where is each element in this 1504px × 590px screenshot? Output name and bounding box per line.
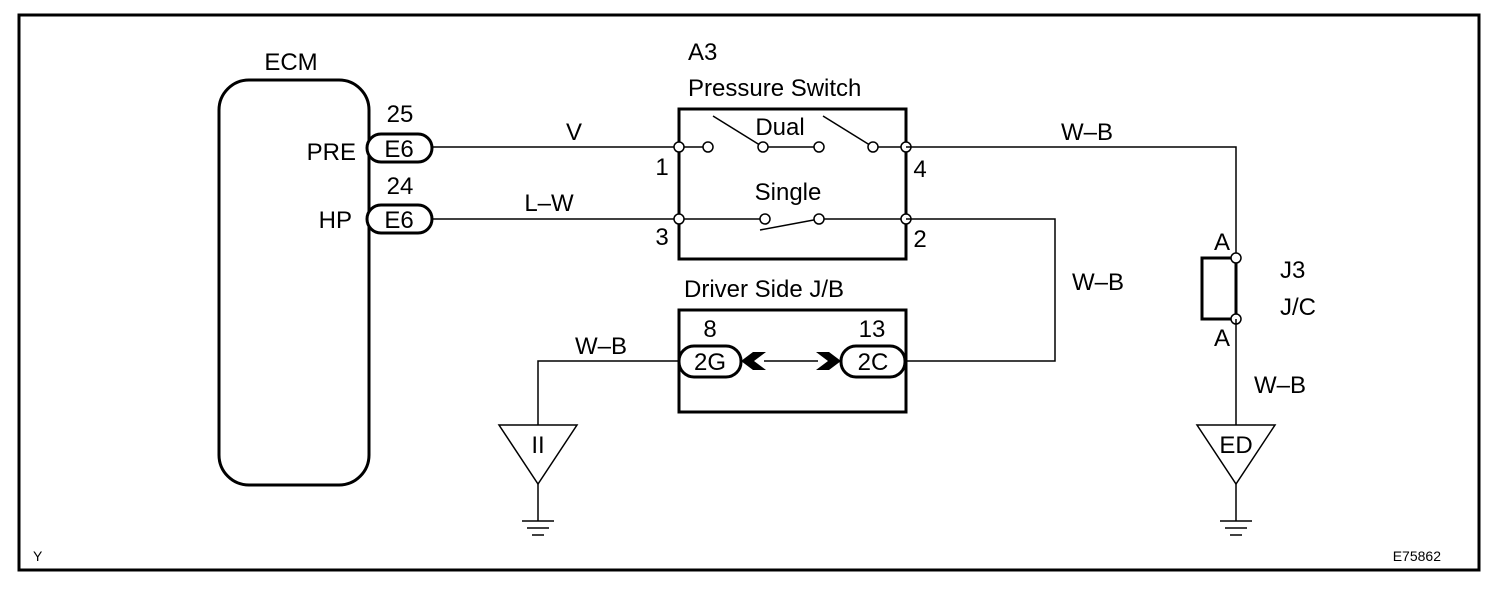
switch-terminal-3	[673, 213, 685, 225]
wire-label-switch2: W–B	[1072, 269, 1124, 296]
ecm-pin-name-pre: PRE	[307, 139, 356, 166]
ground-label-ed: ED	[1219, 432, 1252, 459]
jc-pin-top: A	[1214, 229, 1230, 256]
wire-label-hp: L–W	[524, 190, 574, 217]
single-label: Single	[755, 179, 822, 206]
terminal-number-4: 4	[913, 156, 926, 183]
jc-box	[1200, 256, 1238, 321]
single-contact	[759, 213, 771, 225]
ecm-pin-name-hp: HP	[319, 207, 352, 234]
wire-jb-to-ground	[537, 360, 679, 425]
jb-connector-2c	[839, 344, 907, 379]
jc-pin-bottom: A	[1214, 325, 1230, 352]
junction-connector-j3: A A J3 J/C	[1200, 229, 1316, 352]
jc-type: J/C	[1280, 294, 1316, 321]
ground-triangle-ii	[497, 424, 579, 486]
ecm-pin-number-hp: 24	[387, 173, 414, 200]
ground-point-ed: ED	[1195, 424, 1277, 536]
ecm-connector-pre	[365, 132, 434, 164]
dual-switch-blade-2	[822, 115, 874, 148]
dual-switch-blade-1	[712, 115, 764, 148]
terminal-number-1: 1	[655, 154, 668, 181]
dual-contact	[813, 141, 825, 153]
jb-arrow-left-icon	[741, 352, 766, 370]
pressure-switch-code: A3	[688, 39, 717, 66]
dual-contact	[867, 141, 879, 153]
wire-label-jb-ground: W–B	[575, 333, 627, 360]
ground-label-ii: II	[531, 432, 544, 459]
corner-letter: Y	[33, 548, 43, 564]
figure-id: E75862	[1393, 548, 1441, 564]
pressure-switch: A3 Pressure Switch Dual Single 1 3 4 2	[655, 39, 927, 261]
ecm: ECM 25 PRE E6 24 HP E6	[217, 49, 434, 487]
switch-terminal-1	[673, 141, 685, 153]
wire-switch4-to-jc	[906, 146, 1237, 258]
jc-terminal-top	[1230, 252, 1242, 264]
ecm-box	[217, 78, 371, 487]
ecm-title: ECM	[264, 49, 317, 76]
ground-triangle-ed	[1195, 424, 1277, 486]
ecm-pin-number-pre: 25	[387, 101, 414, 128]
single-switch-blade	[759, 218, 820, 231]
pressure-switch-box	[677, 107, 908, 261]
dual-contact	[702, 141, 714, 153]
jc-code: J3	[1280, 257, 1305, 284]
ground-point-ii: II	[497, 424, 579, 536]
jb-title: Driver Side J/B	[684, 276, 844, 303]
wire-label-jc-ground: W–B	[1254, 372, 1306, 399]
wire-switch2-to-jb	[905, 218, 1056, 362]
dual-contact	[757, 141, 769, 153]
terminal-number-3: 3	[655, 224, 668, 251]
pressure-switch-title: Pressure Switch	[688, 75, 861, 102]
jb-connector-label-2g: 2G	[694, 349, 726, 376]
wire-label-switch4: W–B	[1061, 119, 1113, 146]
ecm-connector-label-pre: E6	[384, 136, 413, 163]
ecm-connector-label-hp: E6	[384, 207, 413, 234]
jb-arrow-right-icon	[816, 352, 841, 370]
terminal-number-2: 2	[913, 226, 926, 253]
single-contact	[813, 213, 825, 225]
jb-pin-number-right: 13	[859, 316, 886, 343]
diagram-frame	[17, 13, 1481, 572]
jb-pin-number-left: 8	[703, 316, 716, 343]
dual-label: Dual	[755, 114, 804, 141]
wire-label-pre: V	[566, 119, 582, 146]
jb-connector-label-2c: 2C	[858, 349, 889, 376]
driver-side-junction-block: Driver Side J/B 8 13 2G 2C	[677, 276, 908, 414]
